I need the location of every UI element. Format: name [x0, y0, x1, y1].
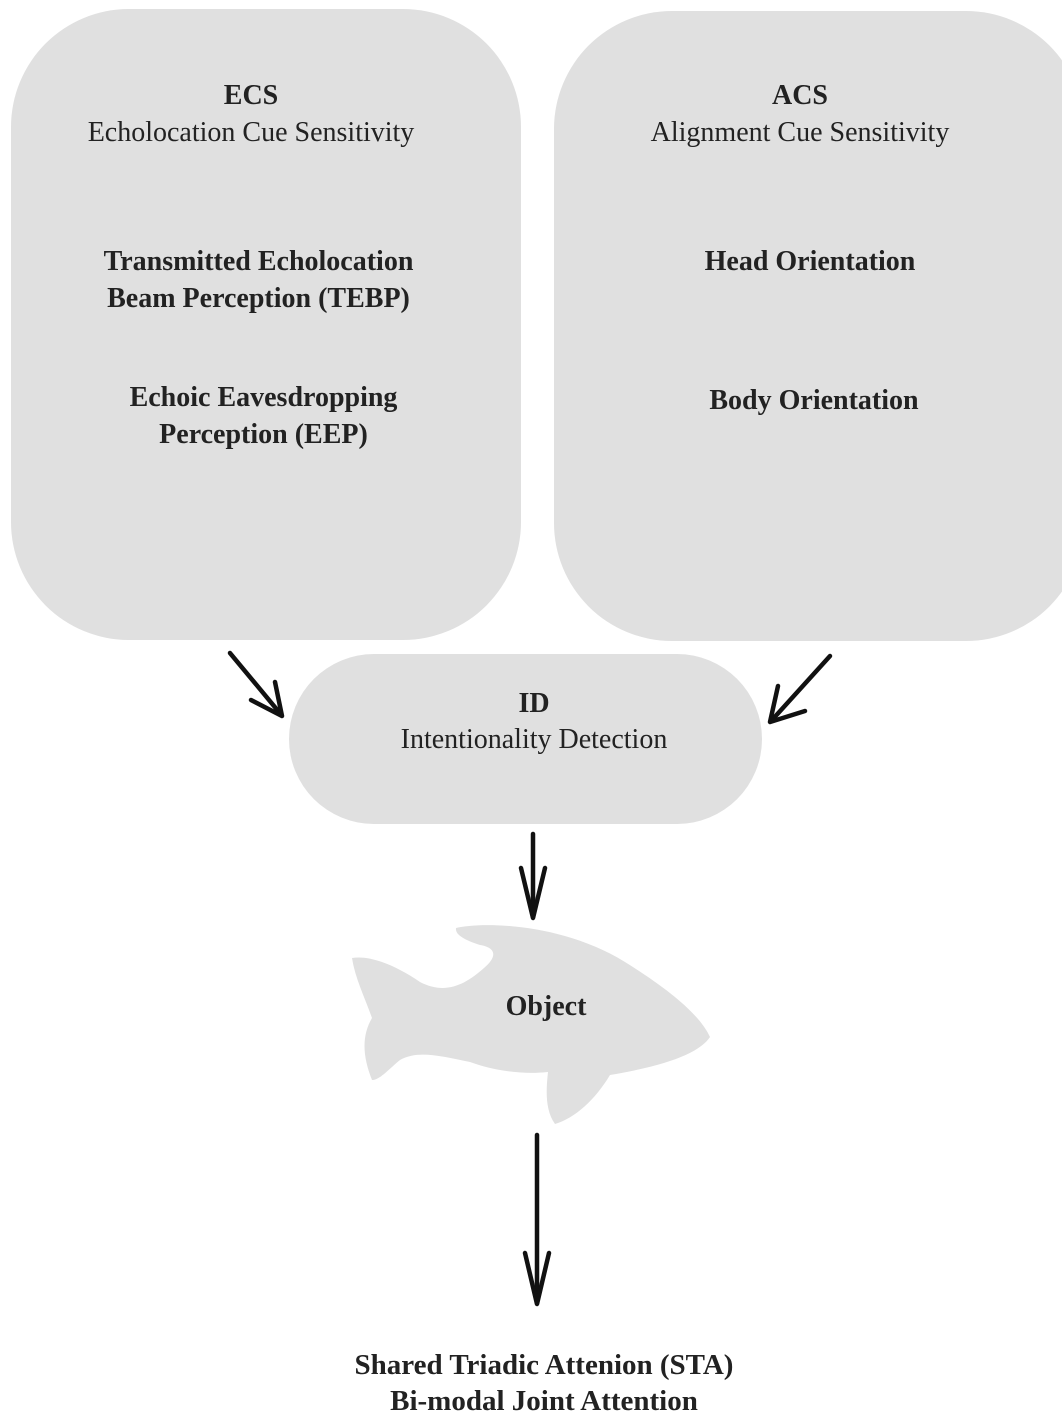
object-label: Object: [505, 991, 587, 1022]
arrow-acs-to-id: [767, 653, 833, 725]
ecs-item-eep-line1: Echoic Eavesdropping: [129, 382, 398, 413]
id-box: [289, 654, 762, 824]
acs-name: Alignment Cue Sensitivity: [650, 117, 950, 148]
id-abbr: ID: [518, 688, 550, 719]
ecs-box: [11, 9, 521, 640]
ecs-item-tebp-line2: Beam Perception (TEBP): [107, 283, 410, 314]
outcome-line2: Bi-modal Joint Attention: [390, 1385, 698, 1417]
arrow-object-to-sta: [522, 1132, 552, 1307]
arrow-id-to-object: [518, 831, 548, 921]
ecs-abbr: ECS: [223, 80, 279, 111]
acs-box: [554, 11, 1062, 641]
id-name: Intentionality Detection: [400, 724, 668, 755]
acs-item-body-orientation: Body Orientation: [709, 385, 919, 416]
ecs-item-tebp-line1: Transmitted Echolocation: [103, 246, 414, 277]
ecs-name: Echolocation Cue Sensitivity: [87, 117, 415, 148]
outcome-line1: Shared Triadic Attenion (STA): [354, 1349, 734, 1381]
ecs-item-eep-line2: Perception (EEP): [159, 419, 368, 450]
acs-item-head-orientation: Head Orientation: [704, 246, 916, 277]
arrow-ecs-to-id: [227, 650, 285, 719]
acs-abbr: ACS: [771, 80, 828, 111]
